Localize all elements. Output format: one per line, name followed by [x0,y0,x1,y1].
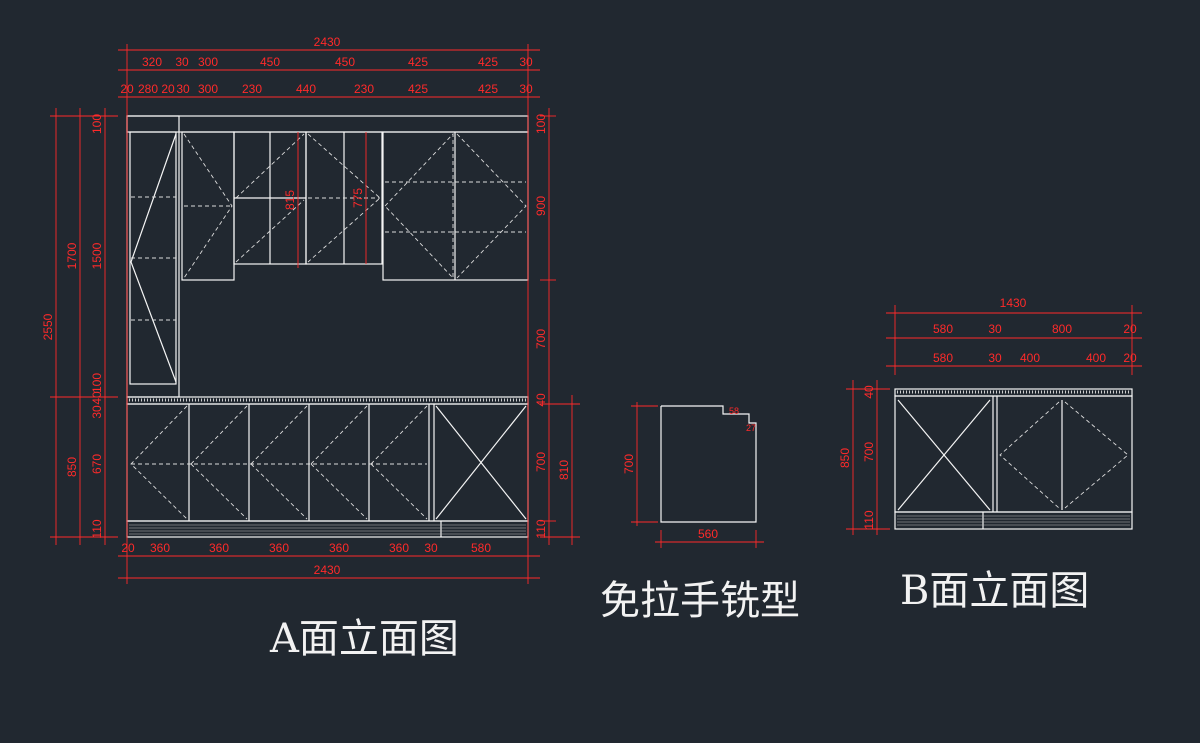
dim-a-top1-6: 425 [478,55,498,69]
dim-a-inner-1: 1500 [90,242,104,269]
dim-a-top2-8: 425 [408,82,428,96]
dim-a-inner-3: 30 [90,405,104,419]
dim-b-left-40: 40 [862,385,876,399]
dim-b-left-700: 700 [862,442,876,462]
dim-a-top2-7: 230 [354,82,374,96]
dim-a-inner-4: 40 [90,391,104,405]
dim-a-inner-0: 100 [90,114,104,134]
dim-a-top1-2: 300 [198,55,218,69]
dim-a-bottom-7: 580 [471,541,491,555]
dim-a-top1-3: 450 [260,55,280,69]
dim-b-row1-0: 580 [933,322,953,336]
a-elevation-dimension-lines [50,44,580,584]
caption-a-elevation: A面立面图 [269,616,459,662]
dim-a-top1-7: 30 [519,55,533,69]
dim-a-right-5: 110 [534,519,548,538]
caption-handle-free-milling: 免拉手铣型 [600,578,800,624]
dim-a-right-0: 100 [534,114,548,134]
dim-a-bottom-6: 30 [424,541,438,555]
dim-a-bottom-4: 360 [329,541,349,555]
dim-a-right-6: 810 [557,460,571,480]
handle-free-dimension-labels: 700 560 58 27 [622,406,756,541]
dim-b-total-width: 1430 [1000,296,1027,310]
dim-a-right-3: 40 [534,393,548,407]
handle-free-profile-linework [660,405,757,523]
dim-a-top1-5: 425 [408,55,428,69]
dim-a-right-2: 700 [534,329,548,349]
dim-a-right-4: 700 [534,452,548,472]
dim-a-bottom-5: 360 [389,541,409,555]
dim-handle-width: 560 [698,527,718,541]
dim-b-row2-1: 30 [988,351,1002,365]
dim-b-row1-1: 30 [988,322,1002,336]
dim-a-top2-6: 440 [296,82,316,96]
dim-a-top1-0: 320 [142,55,162,69]
dim-a-left-2550: 2550 [41,313,55,340]
b-elevation-dimension-labels: 1430 580 30 800 20 580 30 400 400 20 850… [838,296,1137,530]
dim-b-left-850: 850 [838,448,852,468]
dim-a-inner-height-775: 775 [351,188,365,208]
dim-a-inner-5: 670 [90,454,104,474]
dim-a-top2-9: 425 [478,82,498,96]
dim-a-bottom-0: 20 [121,541,135,555]
dim-a-left-1700: 1700 [65,242,79,269]
dim-a-top2-2: 20 [161,82,175,96]
dim-b-row1-3: 20 [1123,322,1137,336]
dim-a-inner-2: 100 [90,373,104,393]
dim-a-bottom-1: 360 [150,541,170,555]
dim-handle-notch-b: 27 [746,423,756,433]
dim-b-row1-2: 800 [1052,322,1072,336]
dim-a-top1-1: 30 [175,55,189,69]
dim-a-total-width-top: 2430 [314,35,341,49]
dim-a-inner-6: 110 [90,519,104,538]
dim-a-bottom-3: 360 [269,541,289,555]
caption-b-elevation: B面立面图 [900,568,1089,614]
dim-a-top1-4: 450 [335,55,355,69]
dim-b-row2-2: 400 [1020,351,1040,365]
dim-b-row2-4: 20 [1123,351,1137,365]
dim-a-top2-1: 280 [138,82,158,96]
dim-b-left-110: 110 [862,510,876,529]
dim-a-left-850: 850 [65,457,79,477]
dim-a-top2-4: 300 [198,82,218,96]
dim-handle-notch-a: 58 [729,406,739,416]
dim-a-right-1: 900 [534,196,548,216]
dim-a-bottom-2: 360 [209,541,229,555]
dim-handle-height: 700 [622,454,636,474]
dim-a-top2-3: 30 [176,82,190,96]
dim-a-top2-0: 20 [120,82,134,96]
a-elevation-dimension-labels: 2430 320 30 300 450 450 425 425 30 20 28… [41,35,571,577]
dim-b-row2-3: 400 [1086,351,1106,365]
dim-a-inner-height-815: 815 [283,190,297,210]
dim-a-total-width-bottom: 2430 [314,563,341,577]
dim-b-row2-0: 580 [933,351,953,365]
dim-a-top2-10: 30 [519,82,533,96]
a-elevation-linework [126,115,529,538]
dim-a-top2-5: 230 [242,82,262,96]
handle-free-dimension-lines [631,402,764,548]
b-elevation-linework [894,388,1133,530]
b-elevation-dimension-lines [846,305,1142,535]
